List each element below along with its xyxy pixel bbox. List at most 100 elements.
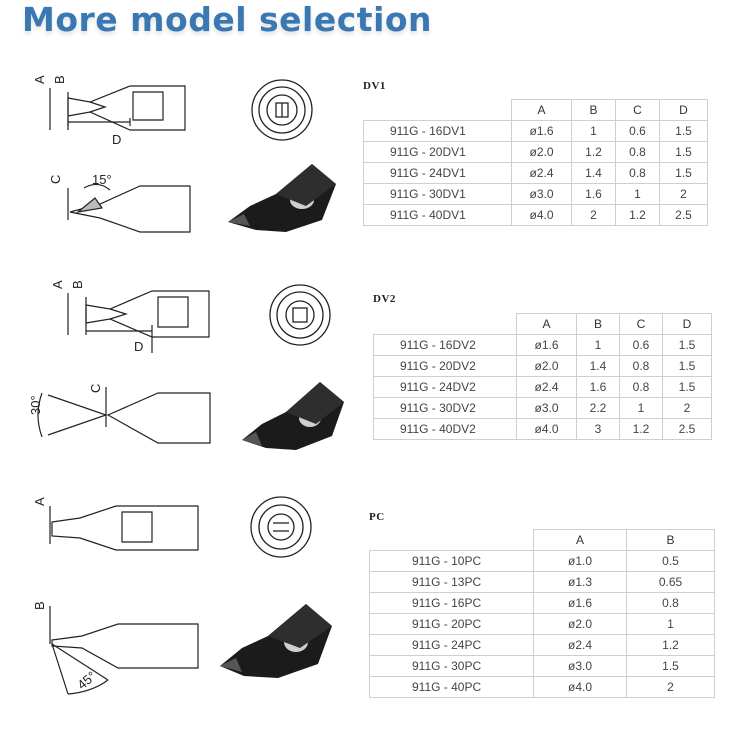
table-cell: ø2.0 [516, 355, 577, 377]
table-cell: 0.6 [615, 120, 660, 142]
table-cell: 0.6 [619, 334, 663, 356]
column-header: B [576, 313, 620, 335]
table-cell: 1.5 [662, 355, 712, 377]
dv1-side-dimension-drawing: A B D [32, 75, 186, 147]
dv2-dim-b-label: B [70, 280, 85, 289]
dv1-angle-drawing: C 15° [48, 172, 191, 233]
table-cell: ø1.0 [533, 550, 627, 572]
table-row: 911G - 13PC ø1.3 0.65 [369, 571, 715, 593]
table-cell: ø4.0 [516, 418, 577, 440]
table-cell: ø1.6 [533, 592, 627, 614]
table-cell: 2 [571, 204, 616, 226]
table-row: 911G - 24PC ø2.4 1.2 [369, 634, 715, 656]
table-header-row: A B C D [373, 313, 712, 335]
table-cell: 1 [626, 613, 715, 635]
table-cell: 2 [659, 183, 708, 205]
table-cell: ø3.0 [511, 183, 572, 205]
table-cell: ø1.3 [533, 571, 627, 593]
table-row: 911G - 30DV2 ø3.0 2.2 1 2 [373, 397, 712, 419]
table-cell: 2 [626, 676, 715, 698]
dv1-dim-c-label: C [48, 175, 63, 184]
table-cell: 1.5 [662, 334, 712, 356]
model-cell: 911G - 20DV2 [373, 355, 517, 377]
model-cell: 911G - 16DV1 [363, 120, 512, 142]
table-cell: 1 [615, 183, 660, 205]
model-cell: 911G - 16DV2 [373, 334, 517, 356]
pc-side-dimension-drawing: A [32, 497, 199, 551]
table-row: 911G - 40DV1 ø4.0 2 1.2 2.5 [363, 204, 708, 226]
table-row: 911G - 20PC ø2.0 1 [369, 613, 715, 635]
table-row: 911G - 20DV1 ø2.0 1.2 0.8 1.5 [363, 141, 708, 163]
table-cell: 1 [576, 334, 620, 356]
table-cell: 1.2 [615, 204, 660, 226]
table-row: 911G - 10PC ø1.0 0.5 [369, 550, 715, 572]
table-cell: 0.8 [615, 162, 660, 184]
table-cell: 2.2 [576, 397, 620, 419]
table-cell: 1.2 [619, 418, 663, 440]
table-cell: ø1.6 [511, 120, 572, 142]
model-cell: 911G - 40DV2 [373, 418, 517, 440]
table-cell: 0.5 [626, 550, 715, 572]
table-row: 911G - 40PC ø4.0 2 [369, 676, 715, 698]
table-cell: 2.5 [662, 418, 712, 440]
table-cell: 1.2 [626, 634, 715, 656]
model-cell: 911G - 20DV1 [363, 141, 512, 163]
column-header: B [571, 99, 616, 121]
column-header: D [662, 313, 712, 335]
table-cell: 1 [571, 120, 616, 142]
model-cell: 911G - 13PC [369, 571, 534, 593]
table-cell: ø2.0 [511, 141, 572, 163]
model-cell: 911G - 30DV1 [363, 183, 512, 205]
table-cell: 0.8 [619, 355, 663, 377]
dv1-tip-end-view [251, 79, 313, 141]
dv1-dim-b-label: B [52, 75, 67, 84]
table-cell: 1.6 [576, 376, 620, 398]
column-header: C [615, 99, 660, 121]
pc-dim-b-label: B [32, 601, 47, 610]
table-cell: 1.2 [571, 141, 616, 163]
table-row: 911G - 16PC ø1.6 0.8 [369, 592, 715, 614]
page-headline: More model selection [22, 0, 433, 39]
dv2-spec-table: A B C D 911G - 16DV2 ø1.6 1 0.6 1.5 911G… [373, 313, 712, 440]
dv1-dim-a-label: A [32, 75, 47, 84]
dv1-dim-d-label: D [112, 132, 121, 147]
table-cell: 1.5 [626, 655, 715, 677]
table-cell: 1.5 [659, 120, 708, 142]
table-cell: ø3.0 [516, 397, 577, 419]
table-cell: ø4.0 [511, 204, 572, 226]
table-cell: 1.4 [576, 355, 620, 377]
dv2-section-title: DV2 [373, 293, 396, 305]
table-cell: ø1.6 [516, 334, 577, 356]
table-cell: 0.65 [626, 571, 715, 593]
table-row: 911G - 16DV2 ø1.6 1 0.6 1.5 [373, 334, 712, 356]
column-header: A [533, 529, 627, 551]
model-cell: 911G - 40PC [369, 676, 534, 698]
column-header: A [511, 99, 572, 121]
table-row: 911G - 24DV1 ø2.4 1.4 0.8 1.5 [363, 162, 708, 184]
pc-section-title: PC [369, 511, 385, 523]
model-cell: 911G - 30DV2 [373, 397, 517, 419]
dv1-spec-table: A B C D 911G - 16DV1 ø1.6 1 0.6 1.5 911G… [363, 99, 708, 226]
dv2-tip-3d-render [242, 382, 344, 450]
table-cell: ø2.4 [516, 376, 577, 398]
dv2-dim-d-label: D [134, 339, 143, 354]
table-header-row: A B [369, 529, 715, 551]
model-cell: 911G - 30PC [369, 655, 534, 677]
table-cell: 3 [576, 418, 620, 440]
dv2-dim-a-label: A [50, 280, 65, 289]
dv2-tip-end-view [269, 284, 331, 346]
column-header: A [516, 313, 577, 335]
table-cell: 2.5 [659, 204, 708, 226]
model-cell: 911G - 40DV1 [363, 204, 512, 226]
table-cell: 0.8 [615, 141, 660, 163]
dv2-angle-drawing: 30° C [28, 384, 211, 444]
model-cell: 911G - 16PC [369, 592, 534, 614]
table-cell: 0.8 [619, 376, 663, 398]
model-cell: 911G - 24DV1 [363, 162, 512, 184]
table-cell: ø3.0 [533, 655, 627, 677]
table-row: 911G - 30DV1 ø3.0 1.6 1 2 [363, 183, 708, 205]
model-cell: 911G - 10PC [369, 550, 534, 572]
dv1-tip-3d-render [228, 164, 336, 232]
table-row: 911G - 20DV2 ø2.0 1.4 0.8 1.5 [373, 355, 712, 377]
column-header: D [659, 99, 708, 121]
